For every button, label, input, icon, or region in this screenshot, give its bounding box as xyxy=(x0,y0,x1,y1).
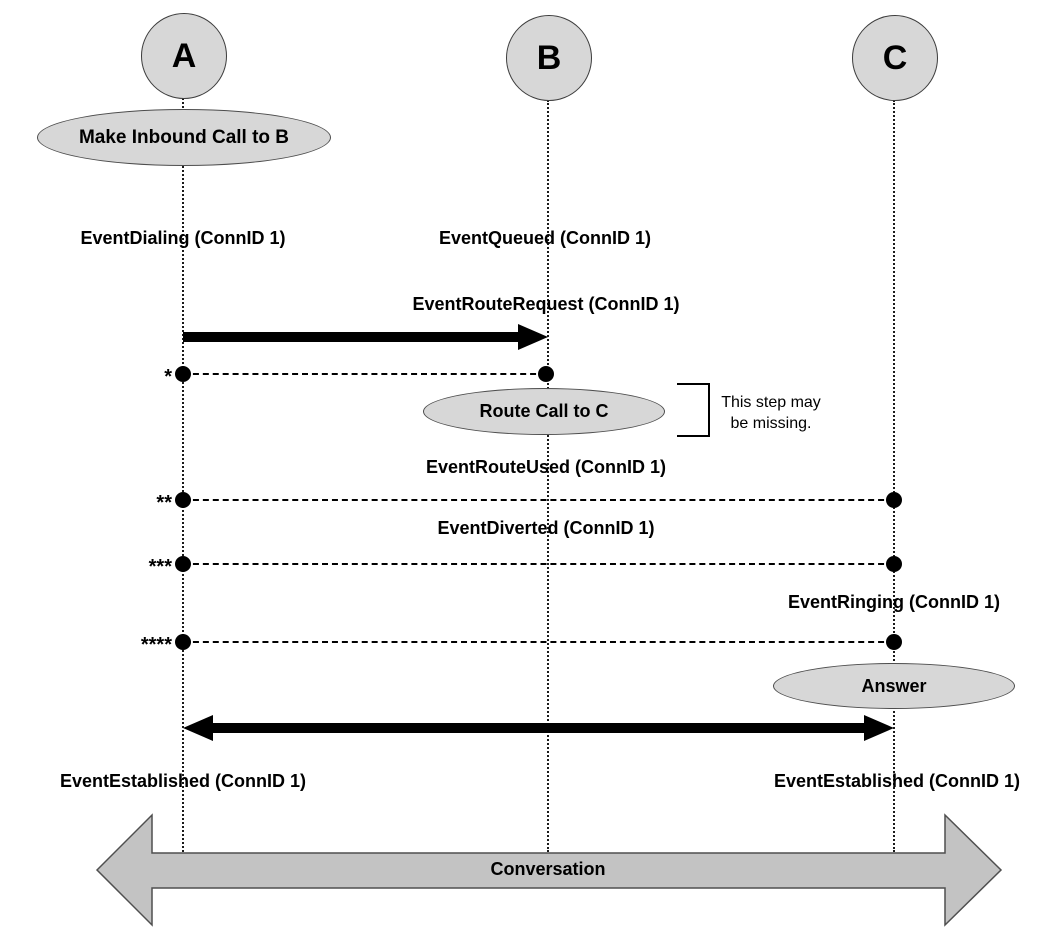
sync-line-4-dot-a xyxy=(175,634,191,650)
marker-1: * xyxy=(164,366,172,388)
actor-c-label: C xyxy=(882,38,908,77)
note-line-2: be missing. xyxy=(730,415,812,432)
sync-line-2-dot-c xyxy=(886,492,902,508)
actor-c: C xyxy=(852,15,938,101)
bubble-make-inbound-call-label: Make Inbound Call to B xyxy=(78,126,290,148)
lifeline-c xyxy=(893,100,895,852)
sync-line-2-dot-a xyxy=(175,492,191,508)
bubble-route-call-label: Route Call to C xyxy=(479,401,609,421)
bubble-route-call: Route Call to C xyxy=(423,388,665,435)
established-arrow-head-right xyxy=(864,715,894,741)
conversation-arrow xyxy=(95,813,1003,927)
lifeline-b xyxy=(547,100,549,852)
sync-line-3-dot-c xyxy=(886,556,902,572)
note-text: This step may be missing. xyxy=(701,392,841,434)
sync-line-1-dot-a xyxy=(175,366,191,382)
event-ringing-label: EventRinging (ConnID 1) xyxy=(788,592,1000,612)
lifeline-a xyxy=(182,98,184,852)
sync-line-4 xyxy=(183,641,894,643)
event-route-used-label: EventRouteUsed (ConnID 1) xyxy=(425,457,667,477)
sync-line-4-dot-c xyxy=(886,634,902,650)
marker-3: *** xyxy=(148,556,172,578)
bubble-answer-label: Answer xyxy=(861,675,927,696)
event-diverted-label: EventDiverted (ConnID 1) xyxy=(437,518,655,538)
event-dialing-label: EventDialing (ConnID 1) xyxy=(80,228,286,248)
note-bracket xyxy=(677,383,710,437)
bubble-answer: Answer xyxy=(773,663,1015,709)
event-established-right-label: EventEstablished (ConnID 1) xyxy=(773,771,1021,791)
route-request-arrow-shaft xyxy=(183,332,519,342)
sync-line-2 xyxy=(183,499,894,501)
actor-a: A xyxy=(141,13,227,99)
bubble-make-inbound-call: Make Inbound Call to B xyxy=(37,109,331,166)
actor-b-label: B xyxy=(536,38,562,77)
established-arrow-head-left xyxy=(183,715,213,741)
marker-4: **** xyxy=(140,634,172,656)
marker-2: ** xyxy=(156,492,172,514)
event-route-request-label: EventRouteRequest (ConnID 1) xyxy=(412,294,680,314)
event-established-left-label: EventEstablished (ConnID 1) xyxy=(59,771,307,791)
established-arrow-shaft xyxy=(213,723,864,733)
actor-b: B xyxy=(506,15,592,101)
actor-a-label: A xyxy=(171,36,197,75)
sync-line-3-dot-a xyxy=(175,556,191,572)
note-line-1: This step may xyxy=(721,394,821,411)
sync-line-1-dot-b xyxy=(538,366,554,382)
conversation-banner xyxy=(95,813,1003,927)
event-queued-label: EventQueued (ConnID 1) xyxy=(438,228,652,248)
sync-line-3 xyxy=(183,563,894,565)
route-request-arrow-head xyxy=(518,324,548,350)
conversation-label: Conversation xyxy=(490,859,606,879)
sync-line-1 xyxy=(183,373,546,375)
